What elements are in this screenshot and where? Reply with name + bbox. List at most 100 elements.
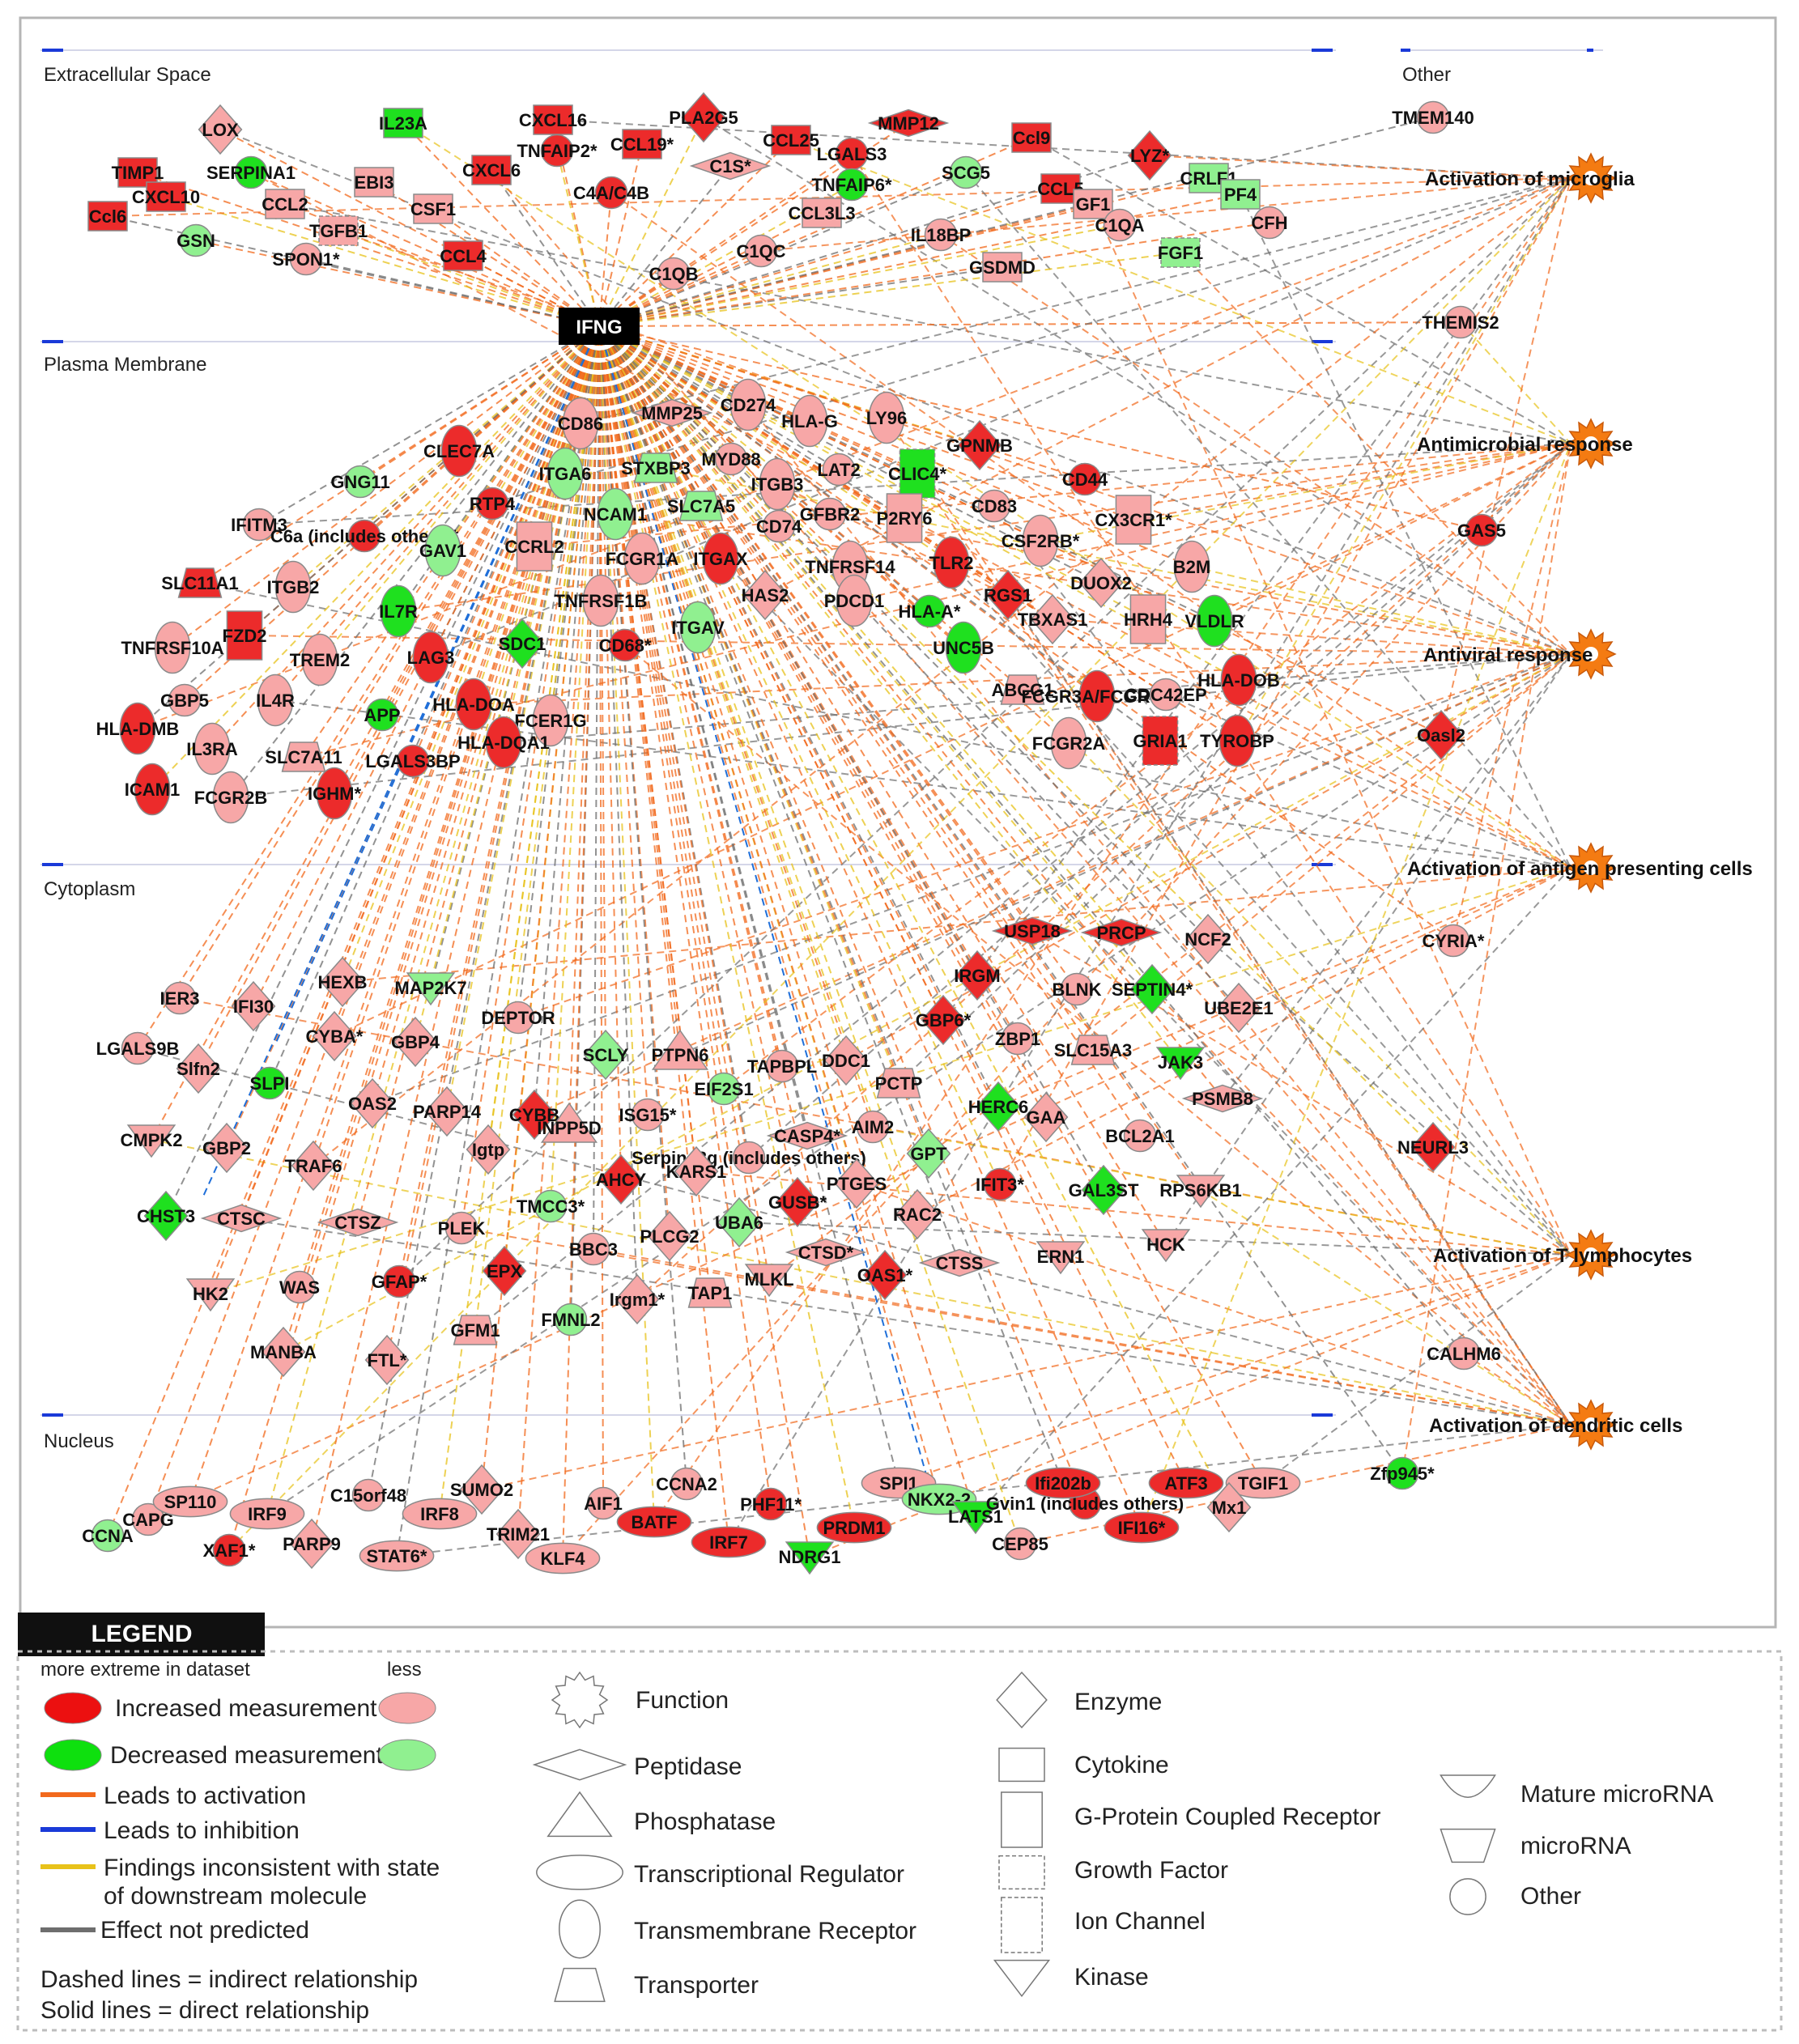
node-gaa[interactable]: GAA	[1023, 1091, 1069, 1143]
node-il3ra[interactable]: IL3RA	[186, 722, 238, 776]
function-antiviral-response[interactable]: Antiviral response	[1423, 628, 1617, 680]
node-mmp12[interactable]: MMP12	[867, 108, 950, 138]
node-aim2[interactable]: AIM2	[852, 1110, 895, 1144]
node-hck[interactable]: HCK	[1141, 1229, 1191, 1263]
node-ifit3[interactable]: IFIT3*	[976, 1167, 1024, 1201]
node-itgav[interactable]: ITGAV	[671, 601, 725, 654]
node-csf1[interactable]: CSF1	[410, 193, 456, 224]
node-tmem140[interactable]: TMEM140	[1392, 100, 1474, 134]
node-oasl2[interactable]: Oasl2	[1417, 709, 1465, 761]
node-cxcl6[interactable]: CXCL6	[462, 155, 521, 185]
node-ccl19[interactable]: CCL19*	[610, 129, 674, 159]
node-ccl9[interactable]: Ccl9	[1011, 122, 1052, 153]
node-il4r[interactable]: IL4R	[256, 674, 295, 727]
node-slc7a5[interactable]: SLC7A5	[667, 491, 735, 521]
function-activation-of-microglia[interactable]: Activation of microglia	[1425, 152, 1635, 204]
node-blnk[interactable]: BLNK	[1052, 972, 1102, 1006]
node-batf[interactable]: BATF	[616, 1506, 692, 1538]
node-hla-dqa1[interactable]: HLA-DQA1	[457, 716, 550, 769]
node-traf6[interactable]: TRAF6	[285, 1140, 342, 1192]
node-app[interactable]: APP	[364, 698, 401, 732]
node-slc11a1[interactable]: SLC11A1	[161, 567, 239, 598]
node-gfap[interactable]: GFAP*	[372, 1264, 427, 1298]
node-il18bp[interactable]: IL18BP	[911, 218, 972, 252]
node-stat6[interactable]: STAT6*	[359, 1540, 435, 1572]
node-rps6kb1[interactable]: RPS6KB1	[1159, 1175, 1242, 1209]
node-gusb[interactable]: GUSB*	[768, 1176, 827, 1228]
node-lyz[interactable]: LYZ*	[1127, 130, 1172, 181]
node-serpina3g-includes-others[interactable]: Serpina3g (includes others)	[632, 1141, 866, 1175]
node-cmpk2[interactable]: CMPK2	[120, 1124, 183, 1158]
node-casp4[interactable]: CASP4*	[766, 1121, 848, 1150]
node-irf7[interactable]: IRF7	[691, 1526, 767, 1558]
node-tgif1[interactable]: TGIF1	[1225, 1467, 1301, 1499]
node-tnfaip2[interactable]: TNFAIP2*	[517, 134, 598, 168]
node-isg15[interactable]: ISG15*	[619, 1098, 677, 1132]
function-activation-of-t-lymphocytes[interactable]: Activation of T lymphocytes	[1433, 1229, 1692, 1281]
node-c15orf48[interactable]: C15orf48	[330, 1478, 406, 1512]
node-ctsc[interactable]: CTSC	[200, 1204, 283, 1233]
node-sdc1[interactable]: SDC1	[499, 618, 547, 669]
node-hk2[interactable]: HK2	[185, 1278, 236, 1312]
node-cybb[interactable]: CYBB	[509, 1089, 559, 1141]
node-irgm1[interactable]: Irgm1*	[610, 1273, 666, 1325]
node-lat2[interactable]: LAT2	[817, 453, 861, 487]
node-tgfb1[interactable]: TGFB1	[309, 215, 368, 246]
node-itgax[interactable]: ITGAX	[693, 532, 748, 585]
node-ccna2[interactable]: CCNA2	[656, 1467, 717, 1501]
node-pf4[interactable]: PF4	[1220, 179, 1261, 210]
node-cx3cr1[interactable]: CX3CR1*	[1095, 495, 1172, 545]
node-hla-doa[interactable]: HLA-DOA	[432, 678, 515, 731]
node-slc15a3[interactable]: SLC15A3	[1054, 1035, 1133, 1065]
node-eif2s1[interactable]: EIF2S1	[694, 1072, 754, 1106]
node-cd274[interactable]: CD274	[721, 378, 776, 431]
node-irf8[interactable]: IRF8	[402, 1498, 478, 1530]
node-gpnmb[interactable]: GPNMB	[946, 419, 1013, 471]
node-kars1[interactable]: KARS1	[666, 1145, 727, 1197]
node-has2[interactable]: HAS2	[742, 569, 789, 621]
node-fcgr2b[interactable]: FCGR2B	[194, 771, 267, 824]
node-tbxas1[interactable]: TBXAS1	[1018, 593, 1088, 645]
node-cxcl10[interactable]: CXCL10	[132, 181, 200, 212]
node-prdm1[interactable]: PRDM1	[816, 1511, 892, 1544]
node-ndrg1[interactable]: NDRG1	[778, 1541, 841, 1575]
node-ccrl2[interactable]: CCRL2	[504, 521, 564, 572]
node-ccl25[interactable]: CCL25	[763, 125, 819, 155]
function-activation-of-antigen-presenting-cells[interactable]: Activation of antigen presenting cells	[1407, 842, 1753, 894]
node-ly96[interactable]: LY96	[866, 391, 908, 444]
node-lgals3bp[interactable]: LGALS3BP	[365, 744, 461, 778]
node-gfbr2[interactable]: GFBR2	[800, 497, 861, 531]
node-fcgr1a[interactable]: FCGR1A	[606, 532, 679, 585]
node-ube2e1[interactable]: UBE2E1	[1204, 982, 1274, 1034]
node-clic4[interactable]: CLIC4*	[888, 448, 947, 499]
node-ccl2[interactable]: CCL2	[262, 189, 308, 219]
node-rtp4[interactable]: RTP4	[470, 487, 516, 521]
node-hla-dmb[interactable]: HLA-DMB	[96, 702, 180, 755]
node-ighm[interactable]: IGHM*	[308, 767, 361, 820]
node-herc6[interactable]: HERC6	[968, 1081, 1029, 1132]
node-manba[interactable]: MANBA	[250, 1326, 317, 1378]
node-icam1[interactable]: ICAM1	[125, 763, 180, 816]
node-jak3[interactable]: JAK3	[1155, 1047, 1206, 1081]
node-epx[interactable]: EPX	[482, 1245, 527, 1297]
node-cd44[interactable]: CD44	[1062, 462, 1108, 496]
node-gbp2[interactable]: GBP2	[202, 1122, 251, 1174]
node-parp9[interactable]: PARP9	[283, 1518, 341, 1570]
node-slfn2[interactable]: Slfn2	[176, 1043, 221, 1094]
node-parp14[interactable]: PARP14	[413, 1086, 482, 1137]
node-pla2g5[interactable]: PLA2G5	[669, 91, 738, 143]
node-septin4[interactable]: SEPTIN4*	[1112, 963, 1193, 1015]
node-slpi[interactable]: SLPI	[250, 1066, 290, 1100]
node-ptpn6[interactable]: PTPN6	[652, 1029, 709, 1070]
node-pctp[interactable]: PCTP	[875, 1068, 923, 1098]
node-fcer1g[interactable]: FCER1G	[514, 694, 587, 747]
node-ctss[interactable]: CTSS	[918, 1248, 1001, 1277]
node-cyria[interactable]: CYRIA*	[1422, 924, 1485, 958]
node-cyba[interactable]: CYBA*	[306, 1010, 364, 1062]
node-hla-a[interactable]: HLA-A*	[899, 594, 961, 628]
node-ccl4[interactable]: CCL4	[440, 240, 487, 271]
node-lox[interactable]: LOX	[198, 104, 243, 155]
node-usp18[interactable]: USP18	[991, 916, 1074, 946]
node-gav1[interactable]: GAV1	[419, 524, 466, 577]
node-trem2[interactable]: TREM2	[290, 633, 351, 686]
